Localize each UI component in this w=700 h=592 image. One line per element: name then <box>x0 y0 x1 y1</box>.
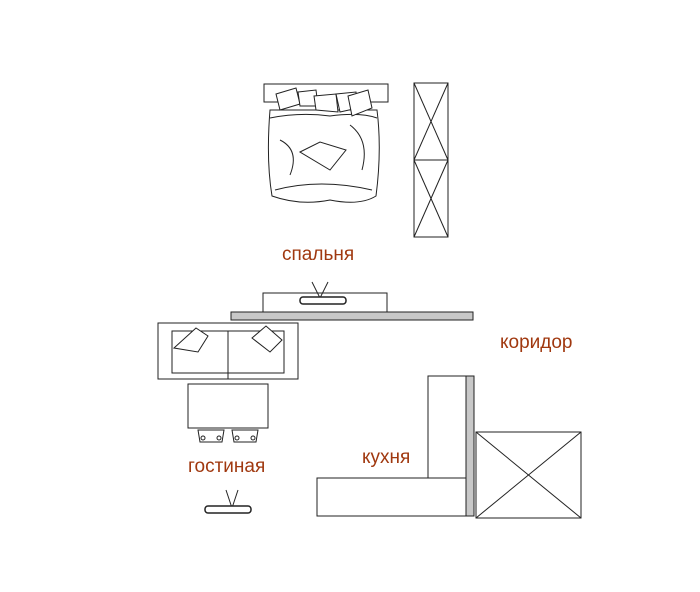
room-label-corridor: коридор <box>500 332 573 353</box>
room-label-living: гостиная <box>188 456 266 477</box>
sofa <box>157 322 299 380</box>
dining-table <box>187 383 269 443</box>
double-bed <box>263 83 389 203</box>
corridor-cabinet <box>475 431 582 519</box>
kitchen-counter <box>316 375 475 517</box>
decor-cushion <box>298 141 347 171</box>
bedroom-tv-stand <box>262 281 388 314</box>
sofa-cushion-right <box>251 325 283 353</box>
partition-wall <box>230 311 474 321</box>
pillows <box>275 87 373 117</box>
living-room-tv <box>204 489 252 514</box>
room-label-kitchen: кухня <box>362 447 411 468</box>
chairs <box>197 429 259 443</box>
sofa-cushion-left <box>172 327 209 353</box>
wardrobe <box>413 82 449 238</box>
room-label-bedroom: спальня <box>282 244 355 265</box>
